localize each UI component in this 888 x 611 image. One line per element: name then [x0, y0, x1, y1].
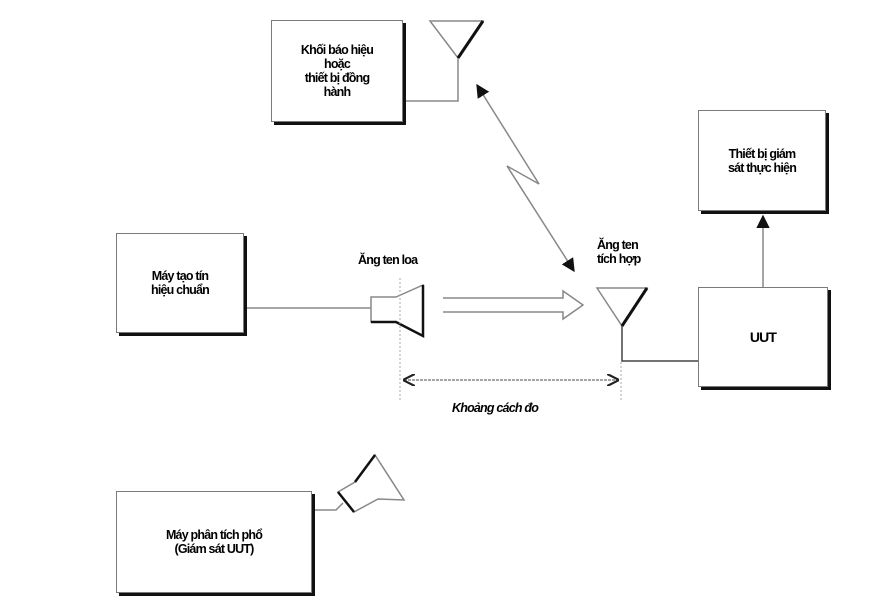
signaling-device-block: Khối báo hiệu hoặc thiết bị đồng hành: [271, 20, 403, 122]
horn-antenna-label: Ăng ten loa: [358, 253, 418, 267]
measurement-distance-label: Khoảng cách đo: [452, 401, 539, 415]
transmission-hollow-arrow: [443, 289, 585, 321]
wireless-link-arrow: [476, 83, 575, 273]
analyzer-to-horn-line: [312, 502, 344, 511]
uut-label: UUT: [749, 329, 777, 345]
signaling-antenna-feed-line: [404, 58, 459, 102]
integrated-antenna-label: Ăng ten tích hợp: [597, 238, 641, 266]
performance-monitor-label: Thiết bị giám sát thực hiện: [727, 146, 797, 175]
signaling-device-label: Khối báo hiệu hoặc thiết bị đồng hành: [300, 43, 374, 99]
analyzer-horn-icon: [336, 453, 406, 513]
spectrum-analyzer-label: Máy phân tích phổ (Giám sát UUT): [165, 528, 263, 556]
performance-monitor-block: Thiết bị giám sát thực hiện: [698, 110, 826, 211]
spectrum-analyzer-block: Máy phân tích phổ (Giám sát UUT): [116, 491, 312, 593]
integrated-antenna-icon: [595, 287, 698, 362]
horn-antenna-icon: [370, 283, 425, 339]
antenna-to-uut-line: [621, 326, 698, 362]
signaling-antenna: [404, 20, 485, 102]
uut-block: UUT: [698, 287, 828, 387]
signal-generator-label: Máy tạo tín hiệu chuẩn: [151, 269, 210, 297]
signal-generator-block: Máy tạo tín hiệu chuẩn: [116, 233, 244, 333]
